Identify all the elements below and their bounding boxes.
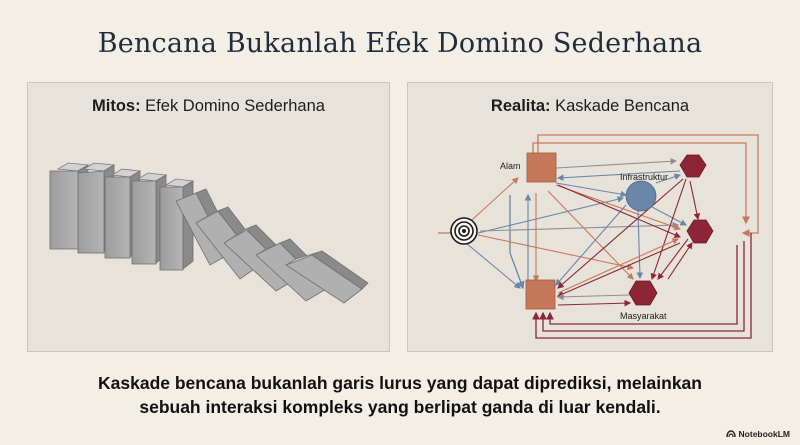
infrastruktur-node xyxy=(625,180,657,212)
edge xyxy=(539,241,745,332)
edge xyxy=(465,242,521,289)
edge xyxy=(650,178,687,281)
edge xyxy=(555,182,628,198)
edge xyxy=(651,206,687,226)
network-links xyxy=(462,158,701,307)
notebooklm-logo-icon xyxy=(725,430,736,438)
impact-hex-top xyxy=(679,154,707,178)
edge xyxy=(556,242,681,297)
myth-heading: Mitos: Efek Domino Sederhana xyxy=(28,97,389,116)
edge xyxy=(556,293,631,301)
caption-line-1: Kaskade bencana bukanlah garis lurus yan… xyxy=(98,373,702,393)
brand-text: NotebookLM xyxy=(738,429,790,439)
myth-heading-bold: Mitos: xyxy=(92,97,141,115)
myth-panel: Mitos: Efek Domino Sederhana xyxy=(27,82,390,352)
edge xyxy=(462,177,519,229)
edge xyxy=(547,190,634,280)
edge xyxy=(636,210,644,280)
edge xyxy=(667,242,693,280)
edge xyxy=(479,221,680,232)
masyarakat-label: Masyarakat xyxy=(620,311,667,321)
domino xyxy=(285,250,369,304)
falling-dominoes xyxy=(175,188,369,304)
reality-heading-bold: Realita: xyxy=(490,97,551,115)
alam-label: Alam xyxy=(500,161,521,171)
reality-heading: Realita: Kaskade Bencana xyxy=(408,97,772,116)
edge xyxy=(655,173,682,184)
edge xyxy=(556,170,681,181)
page-title: Bencana Bukanlah Efek Domino Sederhana xyxy=(97,28,703,59)
edge xyxy=(546,245,738,325)
cascade-network-diagram: Alam Infrastruktur Masyarakat xyxy=(438,134,759,339)
edge xyxy=(689,180,701,221)
edge xyxy=(557,299,632,307)
edge xyxy=(532,233,752,339)
reality-heading-text: Kaskade Bencana xyxy=(550,97,690,115)
trigger-node xyxy=(450,217,478,245)
reality-panel: Realita: Kaskade Bencana xyxy=(407,82,773,352)
myth-heading-text: Efek Domino Sederhana xyxy=(140,97,325,115)
edge xyxy=(557,184,682,238)
outer-feedback-loops xyxy=(438,134,759,339)
edge xyxy=(555,204,627,286)
brand-watermark: NotebookLM xyxy=(725,429,790,439)
edge xyxy=(537,134,759,237)
edge xyxy=(532,142,750,225)
edge xyxy=(657,238,689,280)
masyarakat-square-node xyxy=(525,279,556,310)
infrastruktur-label: Infrastruktur xyxy=(620,172,668,182)
edge xyxy=(477,196,625,234)
caption-line-2: sebuah interaksi kompleks yang berlipat … xyxy=(139,397,661,417)
edge xyxy=(557,178,684,289)
masyarakat-node xyxy=(628,280,658,306)
alam-node xyxy=(526,152,557,183)
edge xyxy=(555,158,678,169)
edge xyxy=(477,234,635,271)
edge xyxy=(557,238,680,294)
edge xyxy=(555,184,682,231)
standing-dominoes xyxy=(49,162,195,271)
domino-illustration xyxy=(49,162,369,304)
edge xyxy=(509,195,525,290)
caption: Kaskade bencana bukanlah garis lurus yan… xyxy=(40,371,760,419)
impact-hex-right xyxy=(686,219,714,244)
